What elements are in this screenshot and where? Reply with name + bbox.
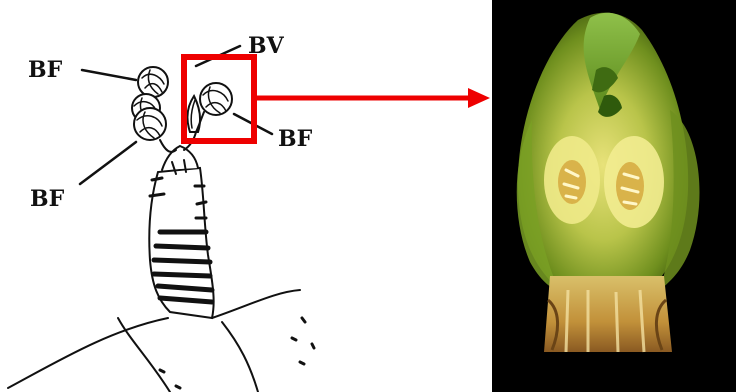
leader-line-bf-bottom-left bbox=[80, 142, 136, 184]
flower-bud-top-left bbox=[138, 67, 168, 97]
stem bbox=[149, 146, 213, 318]
soil-lines bbox=[8, 290, 314, 392]
leader-line-bf-top-left bbox=[82, 70, 136, 80]
label-bf-bottom-left: BF bbox=[30, 186, 65, 212]
label-bf-right: BF bbox=[278, 126, 313, 152]
label-bf-top-left: BF bbox=[28, 57, 63, 83]
highlight-arrow-head bbox=[468, 88, 490, 108]
bud-photograph bbox=[492, 0, 736, 392]
flower-bud-bottom-left bbox=[134, 108, 166, 140]
bud-base bbox=[544, 276, 672, 352]
flower-bud-right bbox=[200, 83, 232, 115]
